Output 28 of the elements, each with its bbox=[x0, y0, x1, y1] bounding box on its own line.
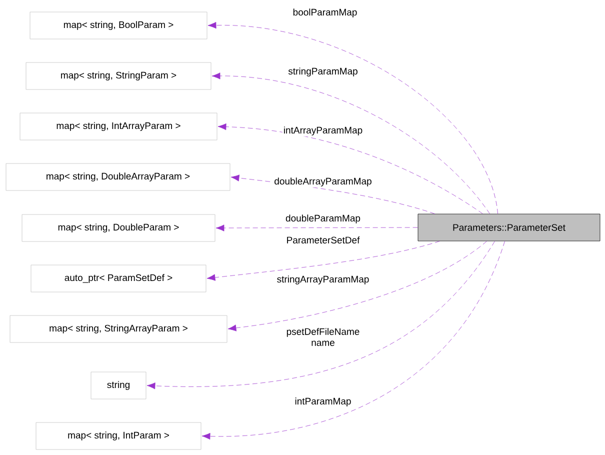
type-box: map< string, DoubleParam > bbox=[22, 214, 216, 242]
edge-label: ParameterSetDef bbox=[285, 236, 361, 244]
arrow bbox=[146, 241, 495, 390]
edge-label: intParamMap bbox=[294, 396, 352, 408]
type-box: map< string, DoubleArrayParam > bbox=[6, 163, 230, 191]
type-box: map< string, StringParam > bbox=[26, 62, 212, 90]
class-box: Parameters::ParameterSet bbox=[418, 214, 600, 242]
edge-label: doubleArrayParamMap bbox=[273, 176, 373, 188]
type-box: map< string, IntArrayParam > bbox=[20, 112, 218, 140]
edge-label: boolParamMap bbox=[292, 8, 358, 18]
arrow bbox=[216, 224, 418, 232]
edge-label: stringArrayParamMap bbox=[276, 274, 370, 286]
arrow bbox=[202, 241, 505, 440]
edge-label: doubleParamMap bbox=[284, 214, 362, 224]
arrow bbox=[206, 241, 440, 281]
edge-label: psetDefFileName name bbox=[277, 327, 369, 347]
type-box: string bbox=[90, 372, 146, 400]
arrow bbox=[230, 174, 435, 214]
edge-label: stringParamMap bbox=[287, 66, 359, 78]
arrow bbox=[228, 241, 487, 332]
arrow bbox=[218, 123, 483, 214]
edge-label: intArrayParamMap bbox=[282, 126, 364, 136]
arrow bbox=[208, 22, 498, 214]
type-box: map< string, BoolParam > bbox=[30, 12, 208, 40]
type-box: auto_ptr< ParamSetDef > bbox=[30, 264, 206, 292]
type-box: map< string, StringArrayParam > bbox=[10, 315, 228, 343]
type-box: map< string, IntParam > bbox=[36, 422, 202, 450]
arrow bbox=[212, 72, 490, 214]
